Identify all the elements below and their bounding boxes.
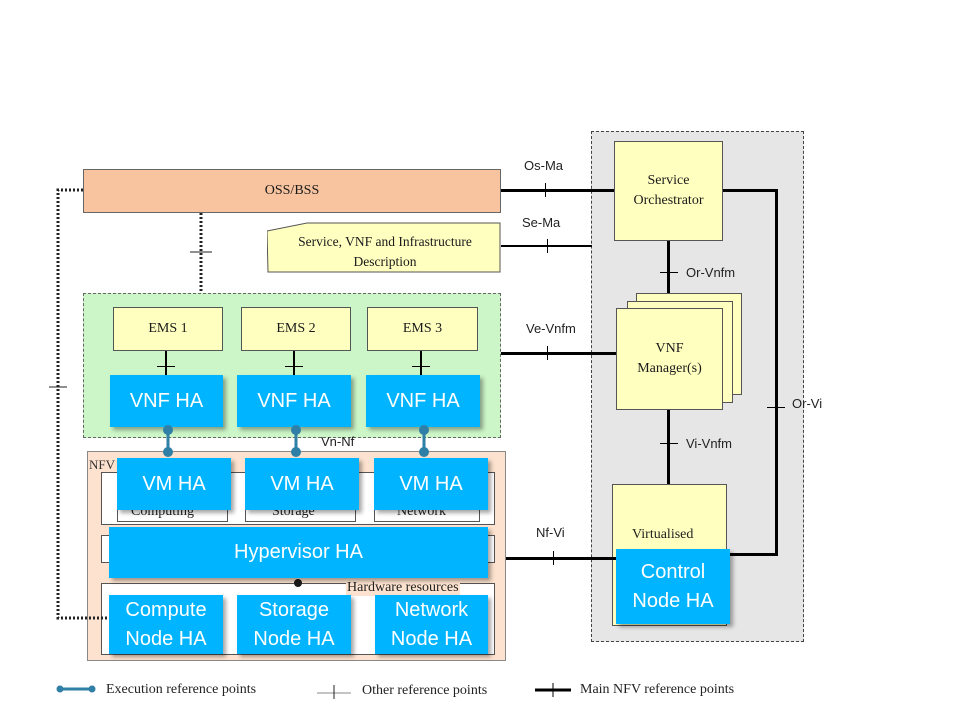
vnf-ha-1: VNF HA — [110, 375, 223, 427]
description-label: Service, VNF and Infrastructure Descript… — [298, 233, 472, 269]
nf-vi-tick — [553, 551, 554, 565]
legend-execution-symbol — [56, 685, 96, 693]
description-block: Service, VNF and Infrastructure Descript… — [272, 231, 498, 273]
network-node-ha-label: Network Node HA — [390, 598, 473, 650]
execution-ref-points — [163, 425, 429, 457]
ems3-tick — [412, 366, 430, 367]
vm-ha-2-label: VM HA — [270, 472, 334, 495]
ems-2-label: EMS 2 — [276, 321, 316, 336]
vi-vnfm-label: Vi-Vnfm — [686, 436, 732, 451]
control-node-ha: Control Node HA — [616, 549, 730, 624]
se-ma-label: Se-Ma — [522, 215, 561, 230]
or-vi-bottom-line — [730, 553, 778, 556]
os-ma-label: Os-Ma — [524, 158, 563, 173]
hypervisor-ha: Hypervisor HA — [109, 527, 488, 578]
vm-ha-1-label: VM HA — [142, 472, 206, 495]
vnf-ha-3-label: VNF HA — [386, 389, 460, 412]
vi-vnfm-line — [667, 410, 670, 484]
nfvi-label: NFV — [89, 457, 116, 472]
or-vi-line — [775, 189, 778, 556]
hardware-dot — [294, 579, 302, 587]
or-vnfm-line — [667, 241, 670, 293]
se-ma-tick — [547, 239, 548, 253]
network-node-ha: Network Node HA — [375, 595, 488, 654]
vnf-ha-1-label: VNF HA — [129, 389, 204, 412]
vnf-ha-3: VNF HA — [366, 375, 480, 427]
vnf-ha-2: VNF HA — [237, 375, 351, 427]
compute-node-ha: Compute Node HA — [109, 595, 223, 654]
vnf-ha-2-label: VNF HA — [257, 389, 331, 412]
ems2-tick — [285, 366, 303, 367]
vnf-manager-label: VNF Manager(s) — [637, 340, 702, 376]
nf-vi-line — [506, 557, 616, 560]
se-ma-line — [501, 245, 592, 247]
compute-node-ha-label: Compute Node HA — [125, 598, 207, 650]
storage-node-ha-label: Storage Node HA — [253, 598, 335, 650]
control-node-ha-label: Control Node HA — [632, 560, 714, 612]
ve-vnfm-tick — [547, 346, 548, 360]
description-block-shape — [267, 222, 501, 273]
oss-bss-block: OSS/BSS — [83, 169, 501, 213]
vm-ha-2: VM HA — [245, 458, 359, 510]
service-orchestrator: Service Orchestrator — [614, 141, 723, 241]
vm-ha-3: VM HA — [374, 458, 488, 510]
ems1-tick — [157, 366, 175, 367]
hardware-resources-label: Hardware resources — [346, 580, 460, 596]
vm-ha-1: VM HA — [117, 458, 231, 510]
legend-main-symbol — [535, 683, 571, 697]
vi-vnfm-tick — [660, 443, 678, 444]
os-ma-tick — [545, 183, 546, 197]
storage-node-ha: Storage Node HA — [237, 595, 351, 654]
ems-3: EMS 3 — [367, 307, 478, 351]
or-vnfm-tick — [660, 272, 678, 273]
vn-nf-label: Vn-Nf — [321, 434, 355, 449]
hypervisor-ha-label: Hypervisor HA — [234, 541, 363, 563]
ems-2: EMS 2 — [241, 307, 351, 351]
ve-vnfm-line — [501, 352, 616, 355]
legend-other-label: Other reference points — [362, 683, 488, 698]
or-vi-label: Or-Vi — [792, 396, 823, 411]
ems-3-label: EMS 3 — [402, 321, 443, 336]
ems-1: EMS 1 — [113, 307, 223, 351]
ems2-vnf-line — [293, 351, 295, 376]
legend-main-label: Main NFV reference points — [580, 682, 735, 697]
virtualised-label: Virtualised — [632, 527, 694, 542]
or-vi-tick — [767, 407, 785, 408]
or-vi-top-line — [723, 189, 778, 192]
ems-1-label: EMS 1 — [148, 321, 188, 336]
vm-ha-3-label: VM HA — [399, 472, 463, 495]
or-vnfm-label: Or-Vnfm — [686, 265, 736, 280]
ems3-vnf-line — [420, 351, 422, 376]
oss-bss-label: OSS/BSS — [264, 183, 320, 198]
nf-vi-label: Nf-Vi — [536, 525, 565, 540]
ve-vnfm-label: Ve-Vnfm — [526, 321, 576, 336]
os-ma-line — [501, 189, 614, 192]
service-orchestrator-label: Service Orchestrator — [633, 172, 704, 208]
ems1-vnf-line — [165, 351, 167, 376]
legend-execution-label: Execution reference points — [106, 682, 257, 697]
vnf-manager: VNF Manager(s) — [616, 308, 723, 410]
legend-other-symbol — [317, 685, 351, 699]
